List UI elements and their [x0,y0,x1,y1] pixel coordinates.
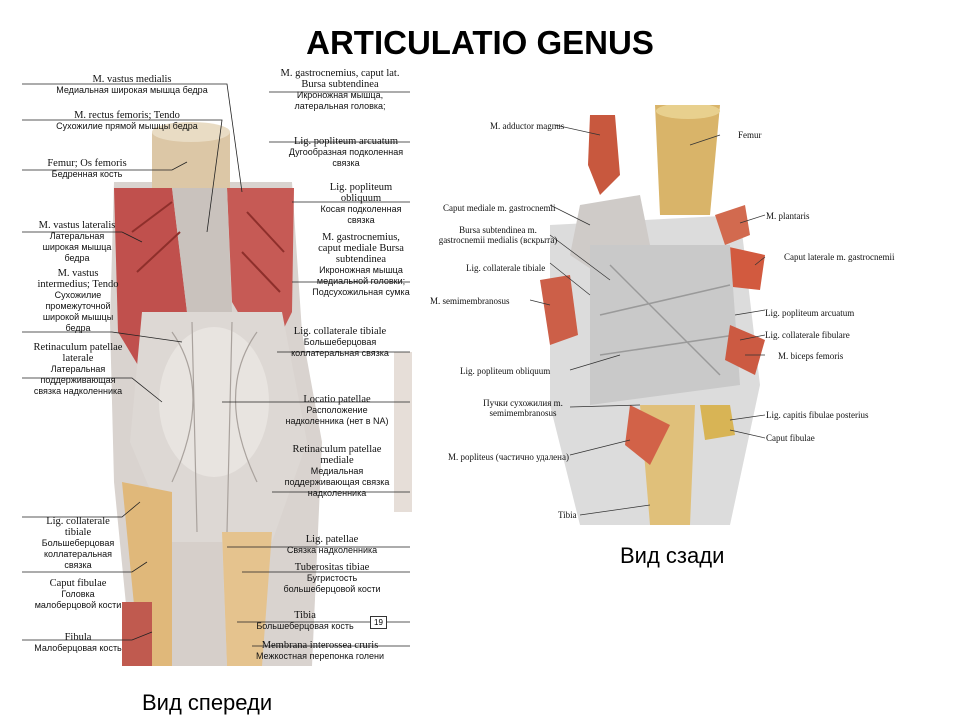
front-label-tuberositas-tibiae: Tuberositas tibiae Бугристость большебер… [283,562,381,594]
front-label-lig-collaterale-tibiale: Lig. collaterale tibiale Большеберцовая … [41,516,115,570]
front-label-caput-fibulae: Caput fibulae Головка малоберцовой кости [34,578,122,610]
back-label-caput-laterale: Caput laterale m. gastrocnemii [784,252,895,262]
front-label-vastus-lateralis: M. vastus lateralis Латеральная широкая … [38,220,116,263]
back-label-lig-collaterale-fibulare: Lig. collaterale fibulare [765,330,850,340]
caption-front: Вид спереди [142,690,273,715]
back-label-lig-capitis-fibulae: Lig. capitis fibulae posterius [766,410,869,420]
back-label-bursa-subtendinea: Bursa subtendinea m. gastrocnemii medial… [438,225,558,245]
front-label-retinaculum-mediale: Retinaculum patellae mediale Медиальная … [284,444,390,498]
front-label-lig-patellae: Lig. patellae Связка надколенника [286,534,378,555]
back-view-illustration [530,105,766,525]
front-label-tibia: Tibia Большеберцовая кость [256,610,354,631]
back-label-m-plantaris: M. plantaris [766,211,810,221]
front-label-vastus-intermedius: M. vastus intermedius; Tendo Сухожилие п… [37,268,119,333]
front-label-membrana-interossea: Membrana interossea cruris Межкостная пе… [255,640,385,661]
front-label-vastus-medialis: M. vastus medialis Медиальная широкая мы… [56,74,208,95]
back-label-lig-popliteum-arcuatum: Lig. popliteum arcuatum [765,308,855,318]
back-label-m-biceps-femoris: M. biceps femoris [778,351,844,361]
front-label-lig-popliteum-obliquum: Lig. popliteum obliquum Косая подколенна… [320,182,402,225]
front-label-locatio-patellae: Locatio patellae Расположение надколенни… [285,394,389,426]
front-label-gastrocnemius-lat: M. gastrocnemius, caput lat. Bursa subte… [280,68,400,111]
back-label-m-popliteus: M. popliteus (частично удалена) [448,452,569,462]
front-label-fibula: Fibula Малоберцовая кость [34,632,122,653]
back-label-m-semimembranosus: M. semimembranosus [430,296,510,306]
back-label-lig-popliteum-obliquum: Lig. popliteum obliquum [460,366,551,376]
front-label-lig-collaterale-tibiale-r: Lig. collaterale tibiale Большеберцовая … [291,326,389,358]
front-label-femur: Femur; Os femoris Бедренная кость [47,158,127,179]
front-label-retinaculum-laterale: Retinaculum patellae laterale Латеральна… [33,342,123,396]
caption-back: Вид сзади [620,543,725,568]
front-label-gastrocnemius-med: M. gastrocnemius, caput mediale Bursa su… [312,232,410,297]
back-label-caput-mediale: Caput mediale m. gastrocnemii [443,203,556,213]
front-label-lig-popliteum-arcuatum: Lig. popliteum arcuatum Дугообразная под… [288,136,404,168]
front-label-rectus-femoris: M. rectus femoris; Tendo Сухожилие прямо… [56,110,198,131]
back-label-adductor-magnus: M. adductor magnus [490,121,565,131]
back-label-caput-fibulae: Caput fibulae [766,433,815,443]
back-label-lig-collaterale-tibiale: Lig. collaterale tibiale [466,263,546,273]
page-number: 19 [370,616,387,629]
back-label-tibia: Tibia [558,510,577,520]
back-label-femur: Femur [738,130,762,140]
page-title: ARTICULATIO GENUS [306,24,654,61]
front-view-illustration [22,62,412,666]
back-label-puchki-semimembranosus: Пучки сухожилия m. semimembranosus [483,398,563,418]
